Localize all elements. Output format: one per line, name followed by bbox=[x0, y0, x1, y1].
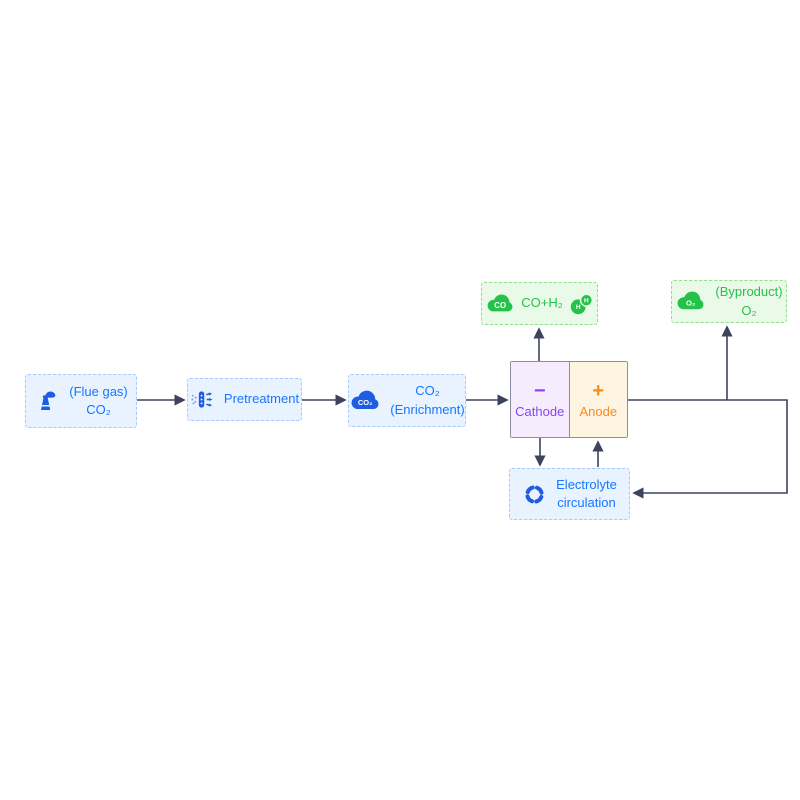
o2-label-line2: O₂ bbox=[741, 302, 757, 318]
co-cloud-icon: CO bbox=[487, 293, 513, 311]
electrolyte-label-line1: Electrolyte bbox=[556, 476, 617, 492]
h2-molecule-label-right: H bbox=[584, 297, 589, 304]
co2-cloud-label: CO₂ bbox=[358, 398, 373, 407]
minus-sign: − bbox=[533, 379, 546, 402]
cathode-section: − Cathode bbox=[511, 362, 570, 437]
h2-molecule-icon: H H bbox=[570, 293, 593, 314]
node-electrolyte-circulation: Electrolyte circulation bbox=[509, 468, 630, 520]
node-pretreatment: Pretreatment bbox=[187, 378, 302, 421]
pretreatment-label: Pretreatment bbox=[223, 391, 300, 407]
factory-chimney-icon bbox=[41, 391, 56, 410]
plus-sign: + bbox=[592, 379, 605, 402]
node-enrichment: CO₂ CO₂ (Enrichment) bbox=[348, 374, 466, 427]
o2-cloud-label: O₂ bbox=[686, 299, 696, 308]
o2-cloud-icon: O₂ bbox=[677, 291, 704, 310]
o2-label-line1: (Byproduct) bbox=[715, 284, 783, 300]
h2-molecule-label-left: H bbox=[576, 304, 581, 311]
enrichment-label-line2: (Enrichment) bbox=[390, 401, 465, 417]
anode-section: + Anode bbox=[569, 362, 627, 437]
node-o2-byproduct: O₂ (Byproduct) O₂ bbox=[671, 280, 787, 323]
co2-cloud-icon: CO₂ bbox=[351, 390, 379, 409]
arrow-anode-loop-electrolyte bbox=[628, 399, 788, 499]
electrolyte-label-line2: circulation bbox=[557, 495, 616, 510]
cathode-label: Cathode bbox=[515, 403, 565, 419]
enrichment-label-line1: CO₂ bbox=[415, 383, 440, 399]
flue-gas-label-line1: (Flue gas) bbox=[69, 383, 128, 399]
node-co-h2-product: CO CO+H₂ H H bbox=[481, 282, 598, 325]
circulation-recycle-icon bbox=[525, 485, 544, 503]
co-h2-label: CO+H₂ bbox=[521, 295, 563, 311]
co-cloud-label: CO bbox=[495, 301, 507, 310]
electrolysis-cell: − Cathode + Anode bbox=[510, 361, 628, 438]
filter-icon bbox=[191, 391, 213, 408]
node-flue-gas: (Flue gas) CO₂ bbox=[25, 374, 137, 428]
anode-label: Anode bbox=[579, 403, 618, 419]
flue-gas-label-line2: CO₂ bbox=[86, 402, 111, 417]
